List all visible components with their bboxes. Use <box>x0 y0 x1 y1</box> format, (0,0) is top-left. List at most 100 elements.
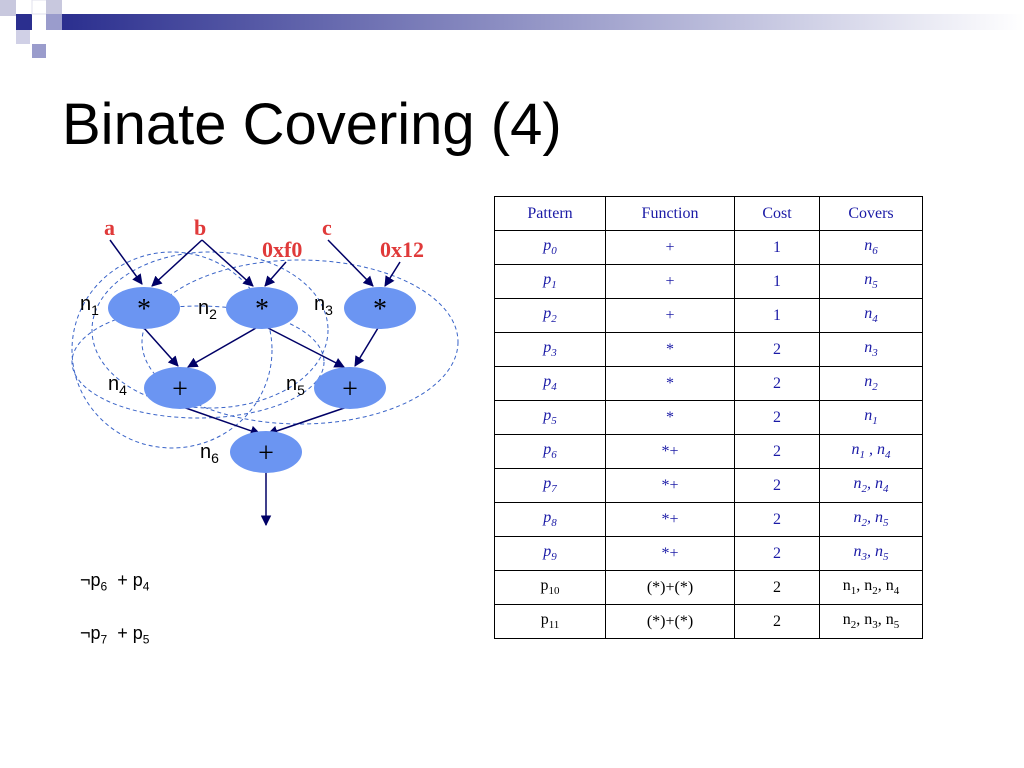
slide-title: Binate Covering (4) <box>62 92 562 157</box>
cell-covers: n2, n4 <box>819 468 923 503</box>
column-header-function: Function <box>605 196 735 231</box>
edge-b-n2 <box>201 239 254 287</box>
pattern-region-dashed <box>91 251 329 409</box>
cell-function: *+ <box>605 502 735 537</box>
cell-pattern: p7 <box>494 468 606 503</box>
svg-text:*: * <box>137 294 151 325</box>
cell-function: + <box>605 264 735 299</box>
node-n4: + <box>144 367 216 409</box>
clause-1: ¬p6 + p4 <box>80 570 150 594</box>
clause-2: ¬p7 + p5 <box>80 623 150 647</box>
cell-cost: 2 <box>734 400 820 435</box>
header-square <box>46 0 62 14</box>
svg-text:+: + <box>172 374 188 405</box>
cell-covers: n3 <box>819 332 923 367</box>
header-square <box>16 30 30 44</box>
edge-n2-n4 <box>187 327 257 368</box>
cell-function: (*)+(*) <box>605 570 735 605</box>
edge-c-n3 <box>327 239 374 287</box>
pattern-region-dashed <box>71 305 325 419</box>
cell-pattern: p1 <box>494 264 606 299</box>
svg-text:+: + <box>342 374 358 405</box>
input-label-a: a <box>104 215 115 240</box>
cell-pattern: p10 <box>494 570 606 605</box>
cell-cost: 1 <box>734 298 820 333</box>
cell-pattern: p9 <box>494 536 606 571</box>
cell-cost: 2 <box>734 366 820 401</box>
cell-cost: 2 <box>734 332 820 367</box>
cell-function: *+ <box>605 468 735 503</box>
node-n5: + <box>314 367 386 409</box>
node-label-n1: n1 <box>80 293 99 318</box>
node-label-n6: n6 <box>200 441 219 466</box>
pattern-region-dashed <box>141 259 459 425</box>
header-square <box>46 14 62 30</box>
cell-cost: 2 <box>734 434 820 469</box>
cell-pattern: p11 <box>494 604 606 639</box>
edge-0xf0-n2 <box>264 261 287 287</box>
cell-cost: 1 <box>734 264 820 299</box>
header-gradient-bar <box>62 14 1024 30</box>
cell-covers: n5 <box>819 264 923 299</box>
cell-pattern: p6 <box>494 434 606 469</box>
cell-covers: n1 <box>819 400 923 435</box>
edge-b-n1 <box>151 239 203 287</box>
cell-function: (*)+(*) <box>605 604 735 639</box>
node-label-n3: n3 <box>314 293 333 318</box>
cell-pattern: p5 <box>494 400 606 435</box>
node-n3: * <box>344 287 416 329</box>
constant-label-0xf0: 0xf0 <box>262 237 302 262</box>
edge-0x12-n3 <box>384 261 401 287</box>
cell-covers: n1, n2, n4 <box>819 570 923 605</box>
cell-function: * <box>605 400 735 435</box>
node-label-n5: n5 <box>286 373 305 398</box>
cell-covers: n2, n3, n5 <box>819 604 923 639</box>
column-header-pattern: Pattern <box>494 196 606 231</box>
edge-n5-n6 <box>267 405 351 436</box>
cell-function: *+ <box>605 434 735 469</box>
header-square <box>0 0 16 16</box>
cell-cost: 2 <box>734 468 820 503</box>
cell-covers: n2, n5 <box>819 502 923 537</box>
node-n6: + <box>230 431 302 473</box>
column-header-cost: Cost <box>734 196 820 231</box>
cell-pattern: p2 <box>494 298 606 333</box>
cell-pattern: p8 <box>494 502 606 537</box>
edge-n4-n6 <box>179 405 261 436</box>
cell-pattern: p3 <box>494 332 606 367</box>
cell-function: * <box>605 366 735 401</box>
cell-cost: 2 <box>734 604 820 639</box>
pattern-region-dashed <box>71 251 273 449</box>
node-label-n4: n4 <box>108 373 127 398</box>
header-square <box>16 14 32 30</box>
cell-cost: 2 <box>734 502 820 537</box>
cell-function: * <box>605 332 735 367</box>
column-header-covers: Covers <box>819 196 923 231</box>
dag-diagram: a b c 0xf0 0x12 * * * + + + n1 n2 n3 n4 … <box>71 215 459 527</box>
cell-pattern: p4 <box>494 366 606 401</box>
cell-cost: 2 <box>734 570 820 605</box>
cell-covers: n4 <box>819 298 923 333</box>
constant-label-0x12: 0x12 <box>380 237 424 262</box>
svg-text:*: * <box>373 294 387 325</box>
cell-covers: n2 <box>819 366 923 401</box>
cell-covers: n3, n5 <box>819 536 923 571</box>
cell-cost: 1 <box>734 230 820 265</box>
cell-cost: 2 <box>734 536 820 571</box>
node-n1: * <box>108 287 180 329</box>
input-label-c: c <box>322 215 332 240</box>
cell-pattern: p0 <box>494 230 606 265</box>
table-header-row: Pattern Function Cost Covers <box>494 196 923 231</box>
